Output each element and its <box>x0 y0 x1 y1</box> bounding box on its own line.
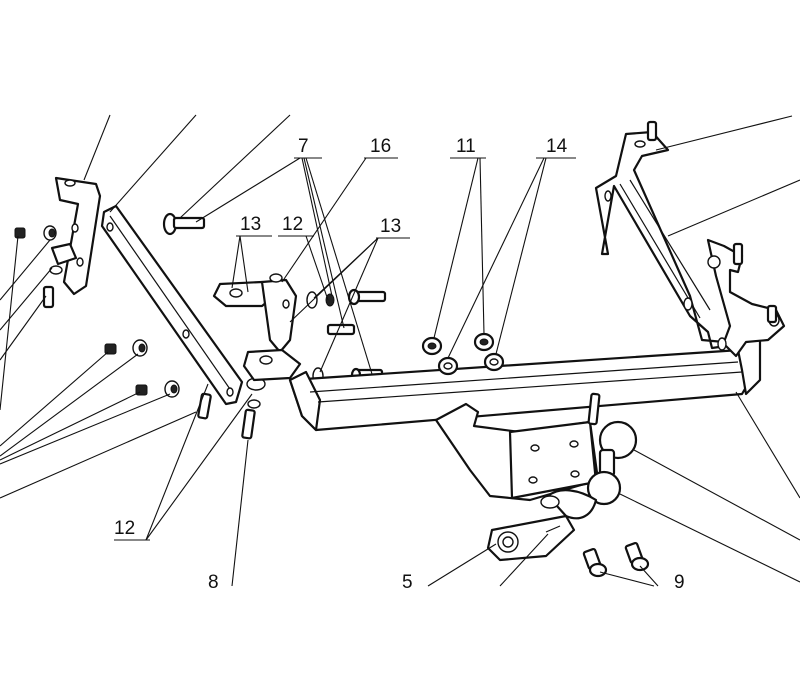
callout-8: 8 <box>208 572 219 593</box>
bolt-7 <box>162 212 206 236</box>
main-crossbeam <box>288 334 762 432</box>
middle-bracket <box>212 273 302 382</box>
right-side-bracket <box>594 120 786 358</box>
callout-12-middle: 12 <box>282 214 303 235</box>
callout-12-bottom: 12 <box>114 518 135 539</box>
callout-14: 14 <box>546 136 568 157</box>
leader-lines <box>0 114 800 587</box>
hitch-support-plate <box>434 392 601 502</box>
callout-11: 11 <box>456 136 476 157</box>
left-fasteners <box>14 225 266 440</box>
callout-5: 5 <box>402 572 413 593</box>
left-side-bracket <box>50 176 102 296</box>
bolts-9 <box>582 541 650 578</box>
nuts-and-washers <box>421 332 505 376</box>
callout-16: 16 <box>370 136 391 157</box>
tow-ball-assembly <box>540 420 638 520</box>
reinforcing-strip <box>100 204 244 406</box>
callout-9: 9 <box>674 572 685 593</box>
callout-7: 7 <box>298 136 309 157</box>
socket-plate-5 <box>486 514 576 562</box>
callout-13-right: 13 <box>380 216 401 237</box>
middle-fasteners <box>306 288 387 385</box>
callout-13-left: 13 <box>240 214 261 235</box>
